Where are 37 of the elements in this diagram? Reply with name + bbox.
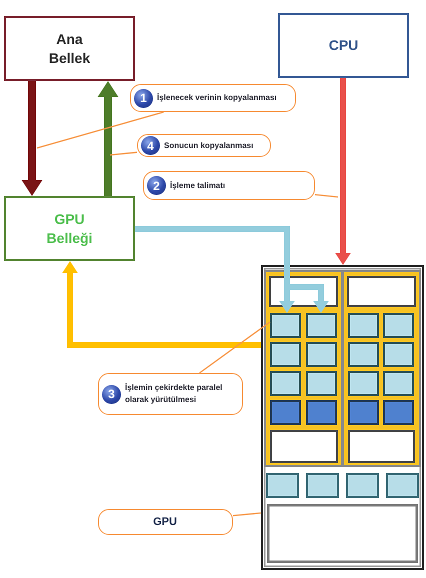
core-tile: [348, 371, 379, 396]
number-badge: 2: [147, 176, 166, 195]
core-tile: [306, 313, 337, 338]
leader-line: [314, 194, 338, 198]
core-tile: [383, 342, 414, 367]
leader-line: [110, 152, 138, 156]
callout-bubble: [130, 84, 296, 112]
callout-bubble: GPU: [98, 509, 233, 535]
core-tile: [383, 313, 414, 338]
arrow: [335, 78, 351, 265]
callout-text: İşlemin çekirdekte paralel olarak yürütülmesi: [125, 382, 224, 406]
callout-text: İşleme talimatı: [170, 180, 226, 192]
core-tile: [306, 371, 337, 396]
core-tile: [348, 342, 379, 367]
number-badge: 4: [141, 136, 160, 155]
callout-text: İşlenecek verinin kopyalanması: [157, 92, 277, 104]
callout-bubble: [137, 134, 271, 157]
core-tile: [270, 342, 301, 367]
number-badge: 1: [134, 88, 153, 108]
callout-text: Sonucun kopyalanması: [164, 140, 254, 152]
leader-line: [36, 111, 164, 149]
core-tile: [348, 313, 379, 338]
leader-line: [199, 321, 270, 374]
callout-bubble: [98, 373, 243, 415]
core-tile: [306, 342, 337, 367]
arrow: [98, 81, 118, 196]
gpu-memory-box: GPU Belleği: [4, 196, 135, 261]
arrow: [22, 81, 42, 196]
memory-box: Ana Bellek: [4, 16, 135, 81]
processor-box: CPU: [278, 13, 409, 78]
arrow: [62, 261, 261, 348]
core-tile: [270, 371, 301, 396]
number-badge: 3: [102, 384, 121, 404]
core-tile: [270, 313, 301, 338]
core-tile: [383, 371, 414, 396]
callout-bubble: [143, 171, 315, 200]
leader-line: [232, 512, 262, 516]
